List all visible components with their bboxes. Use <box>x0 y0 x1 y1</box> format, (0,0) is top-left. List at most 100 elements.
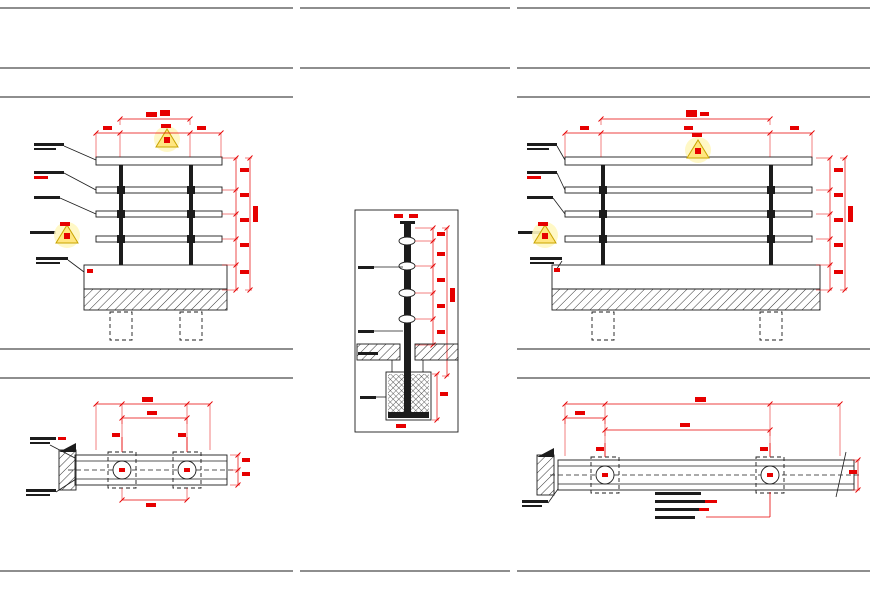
dimension-vertical <box>222 155 239 293</box>
callout-triangle-icon <box>54 222 80 248</box>
dim-text-mark <box>437 252 445 256</box>
label-text-mark <box>522 500 548 503</box>
dimension-vertical <box>230 452 241 488</box>
dim-text-mark <box>240 193 249 197</box>
wall-hatch <box>58 449 77 491</box>
dim-text-mark <box>240 270 249 274</box>
label-text-mark <box>530 257 562 260</box>
panel-plan-right <box>522 397 862 519</box>
dim-text-mark <box>184 468 190 472</box>
dim-text-mark <box>700 112 709 116</box>
panel-section-detail <box>354 209 459 433</box>
dim-text-mark <box>575 411 585 415</box>
wall-hatch <box>536 454 555 496</box>
dim-text-mark <box>242 472 250 476</box>
concrete-curb <box>83 264 228 290</box>
dim-text-mark <box>834 193 843 197</box>
concrete-hatch <box>83 288 228 311</box>
dimension-horizontal <box>602 427 773 436</box>
dim-text-mark <box>760 447 768 451</box>
anchor-dashed <box>759 311 783 341</box>
callout-red-dot <box>542 233 548 239</box>
drawing-line <box>556 172 566 191</box>
drawing-line <box>59 197 97 215</box>
dim-text-mark <box>58 437 66 440</box>
anchor-dashed <box>591 311 615 341</box>
dim-text-mark <box>253 206 258 222</box>
label-text-mark <box>30 437 56 440</box>
rail-connector <box>767 186 775 194</box>
rail-connector <box>599 186 607 194</box>
rail-connector <box>117 186 125 194</box>
drawing-line <box>63 172 97 191</box>
label-text-mark <box>34 196 60 199</box>
dim-text-mark <box>103 126 112 130</box>
dim-text-mark <box>437 232 445 236</box>
label-text-mark <box>655 508 705 511</box>
label-text-mark <box>518 231 542 234</box>
callout-triangle-icon <box>154 126 180 152</box>
dim-text-mark <box>119 468 125 472</box>
label-text-mark <box>34 143 64 146</box>
top-rail <box>95 156 223 166</box>
dim-text-mark <box>409 214 418 218</box>
label-text-mark <box>26 494 50 496</box>
label-text-mark <box>358 352 378 355</box>
dim-text-mark <box>240 168 249 172</box>
label-text-mark <box>655 500 713 503</box>
label-text-mark <box>527 148 549 150</box>
rail <box>95 235 223 243</box>
concrete-curb <box>551 264 821 290</box>
dim-text-mark <box>527 176 541 179</box>
dim-text-mark <box>178 433 186 437</box>
dim-text-mark <box>147 411 157 415</box>
dimension-horizontal <box>93 401 213 450</box>
label-text-mark <box>522 505 542 507</box>
label-text-mark <box>358 266 374 269</box>
label-text-mark <box>30 231 56 234</box>
rail-connector <box>398 288 416 298</box>
rail-connector <box>398 236 416 246</box>
drawing-line <box>67 259 85 273</box>
label-text-mark <box>358 330 374 333</box>
dim-text-mark <box>686 110 697 117</box>
label-text-mark <box>530 262 554 264</box>
dim-text-mark <box>437 278 445 282</box>
concrete-hatch <box>551 288 821 311</box>
rail-connector <box>767 210 775 218</box>
dimension-vertical <box>852 457 861 493</box>
panel-elevation-left <box>30 110 258 341</box>
dimension-horizontal <box>119 488 190 503</box>
dim-text-mark <box>450 288 455 302</box>
dim-text-mark <box>684 126 693 130</box>
dimension-vertical <box>432 371 440 423</box>
label-text-mark <box>360 396 376 399</box>
dim-text-mark <box>695 397 706 402</box>
drawing-line <box>552 197 566 215</box>
dim-text-mark <box>834 243 843 247</box>
dim-text-mark <box>596 447 604 451</box>
drawing-line <box>556 145 566 161</box>
callout-red-dot <box>164 137 170 143</box>
rail-connector <box>117 210 125 218</box>
dim-text-mark <box>396 424 406 428</box>
dimension-horizontal <box>119 415 190 424</box>
dim-text-mark <box>34 176 48 179</box>
wall-wedge <box>537 448 554 457</box>
dimension-horizontal <box>562 130 815 157</box>
dim-text-mark <box>834 270 843 274</box>
dim-text-mark <box>112 433 120 437</box>
dimension-horizontal <box>117 116 193 125</box>
rail <box>564 235 813 243</box>
dim-text-mark <box>437 330 445 334</box>
slab-hatch <box>356 343 401 361</box>
dimension-horizontal <box>93 130 224 157</box>
panel-plan-left <box>26 397 250 507</box>
anchor-dashed <box>109 311 133 341</box>
dim-text-mark <box>692 133 702 137</box>
rail-connector <box>767 235 775 243</box>
dim-text-mark <box>146 112 157 117</box>
dim-text-mark <box>242 458 250 462</box>
